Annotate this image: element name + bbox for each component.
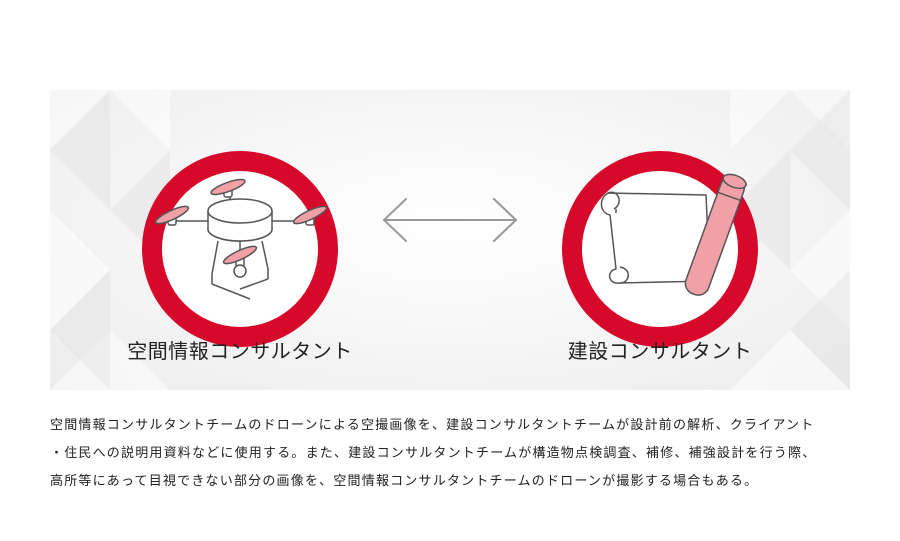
description-line: 高所等にあって目視できない部分の画像を、空間情報コンサルタントチームのドローンが…	[50, 474, 759, 489]
spatial-info-consultant-label: 空間情報コンサルタント	[127, 339, 353, 363]
drone-emblem	[142, 151, 338, 347]
description-line: ・住民への説明用資料などに使用する。また、建設コンサルタントチームが構造物点検調…	[50, 446, 817, 461]
description-text: 空間情報コンサルタントチームのドローンによる空撮画像を、建設コンサルタントチーム…	[50, 412, 855, 496]
drone-icon	[154, 178, 328, 300]
description-line: 空間情報コンサルタントチームのドローンによる空撮画像を、建設コンサルタントチーム…	[50, 418, 815, 433]
construction-consultant-label: 建設コンサルタント	[567, 339, 753, 363]
illustration-panel: 空間情報コンサルタント 建設コンサルタント	[50, 90, 850, 390]
bidirectional-arrow-icon	[383, 198, 517, 242]
blueprint-scroll-icon	[600, 173, 747, 296]
blueprint-emblem	[562, 151, 758, 347]
